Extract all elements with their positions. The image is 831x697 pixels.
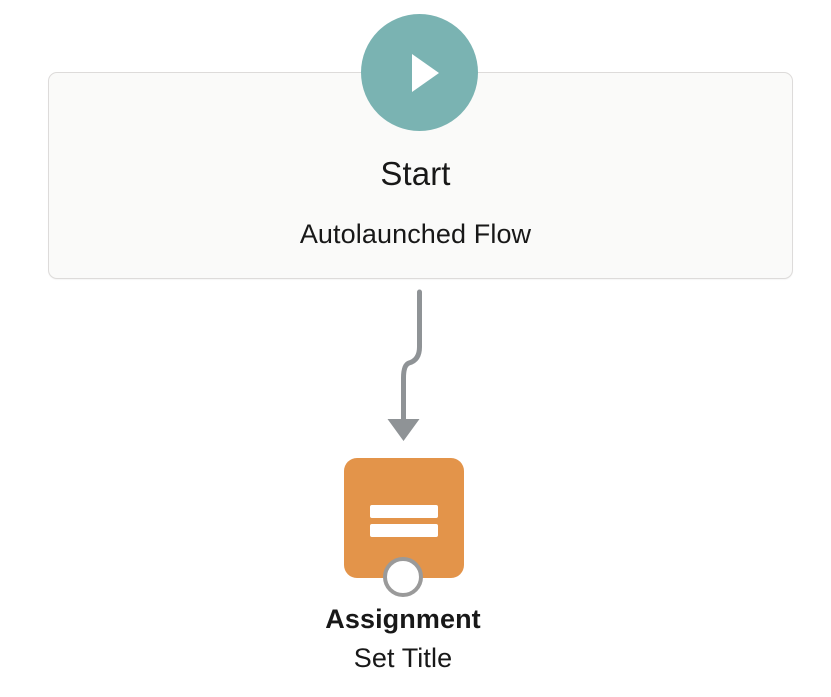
circle-badge-icon bbox=[383, 557, 423, 597]
arrow-down-icon bbox=[387, 419, 420, 441]
start-icon-container[interactable] bbox=[361, 14, 478, 131]
assignment-subtitle: Set Title bbox=[353, 643, 453, 673]
assignment-bar-bottom bbox=[370, 524, 438, 537]
start-subtitle: Autolaunched Flow bbox=[299, 219, 532, 249]
assignment-title: Assignment bbox=[325, 604, 481, 634]
assignment-bar-top bbox=[370, 505, 438, 518]
start-title: Start bbox=[380, 155, 451, 192]
assignment-equals-icon bbox=[344, 458, 464, 578]
play-icon bbox=[388, 41, 452, 105]
assignment-node[interactable] bbox=[344, 458, 464, 578]
connector-path bbox=[401, 289, 422, 424]
